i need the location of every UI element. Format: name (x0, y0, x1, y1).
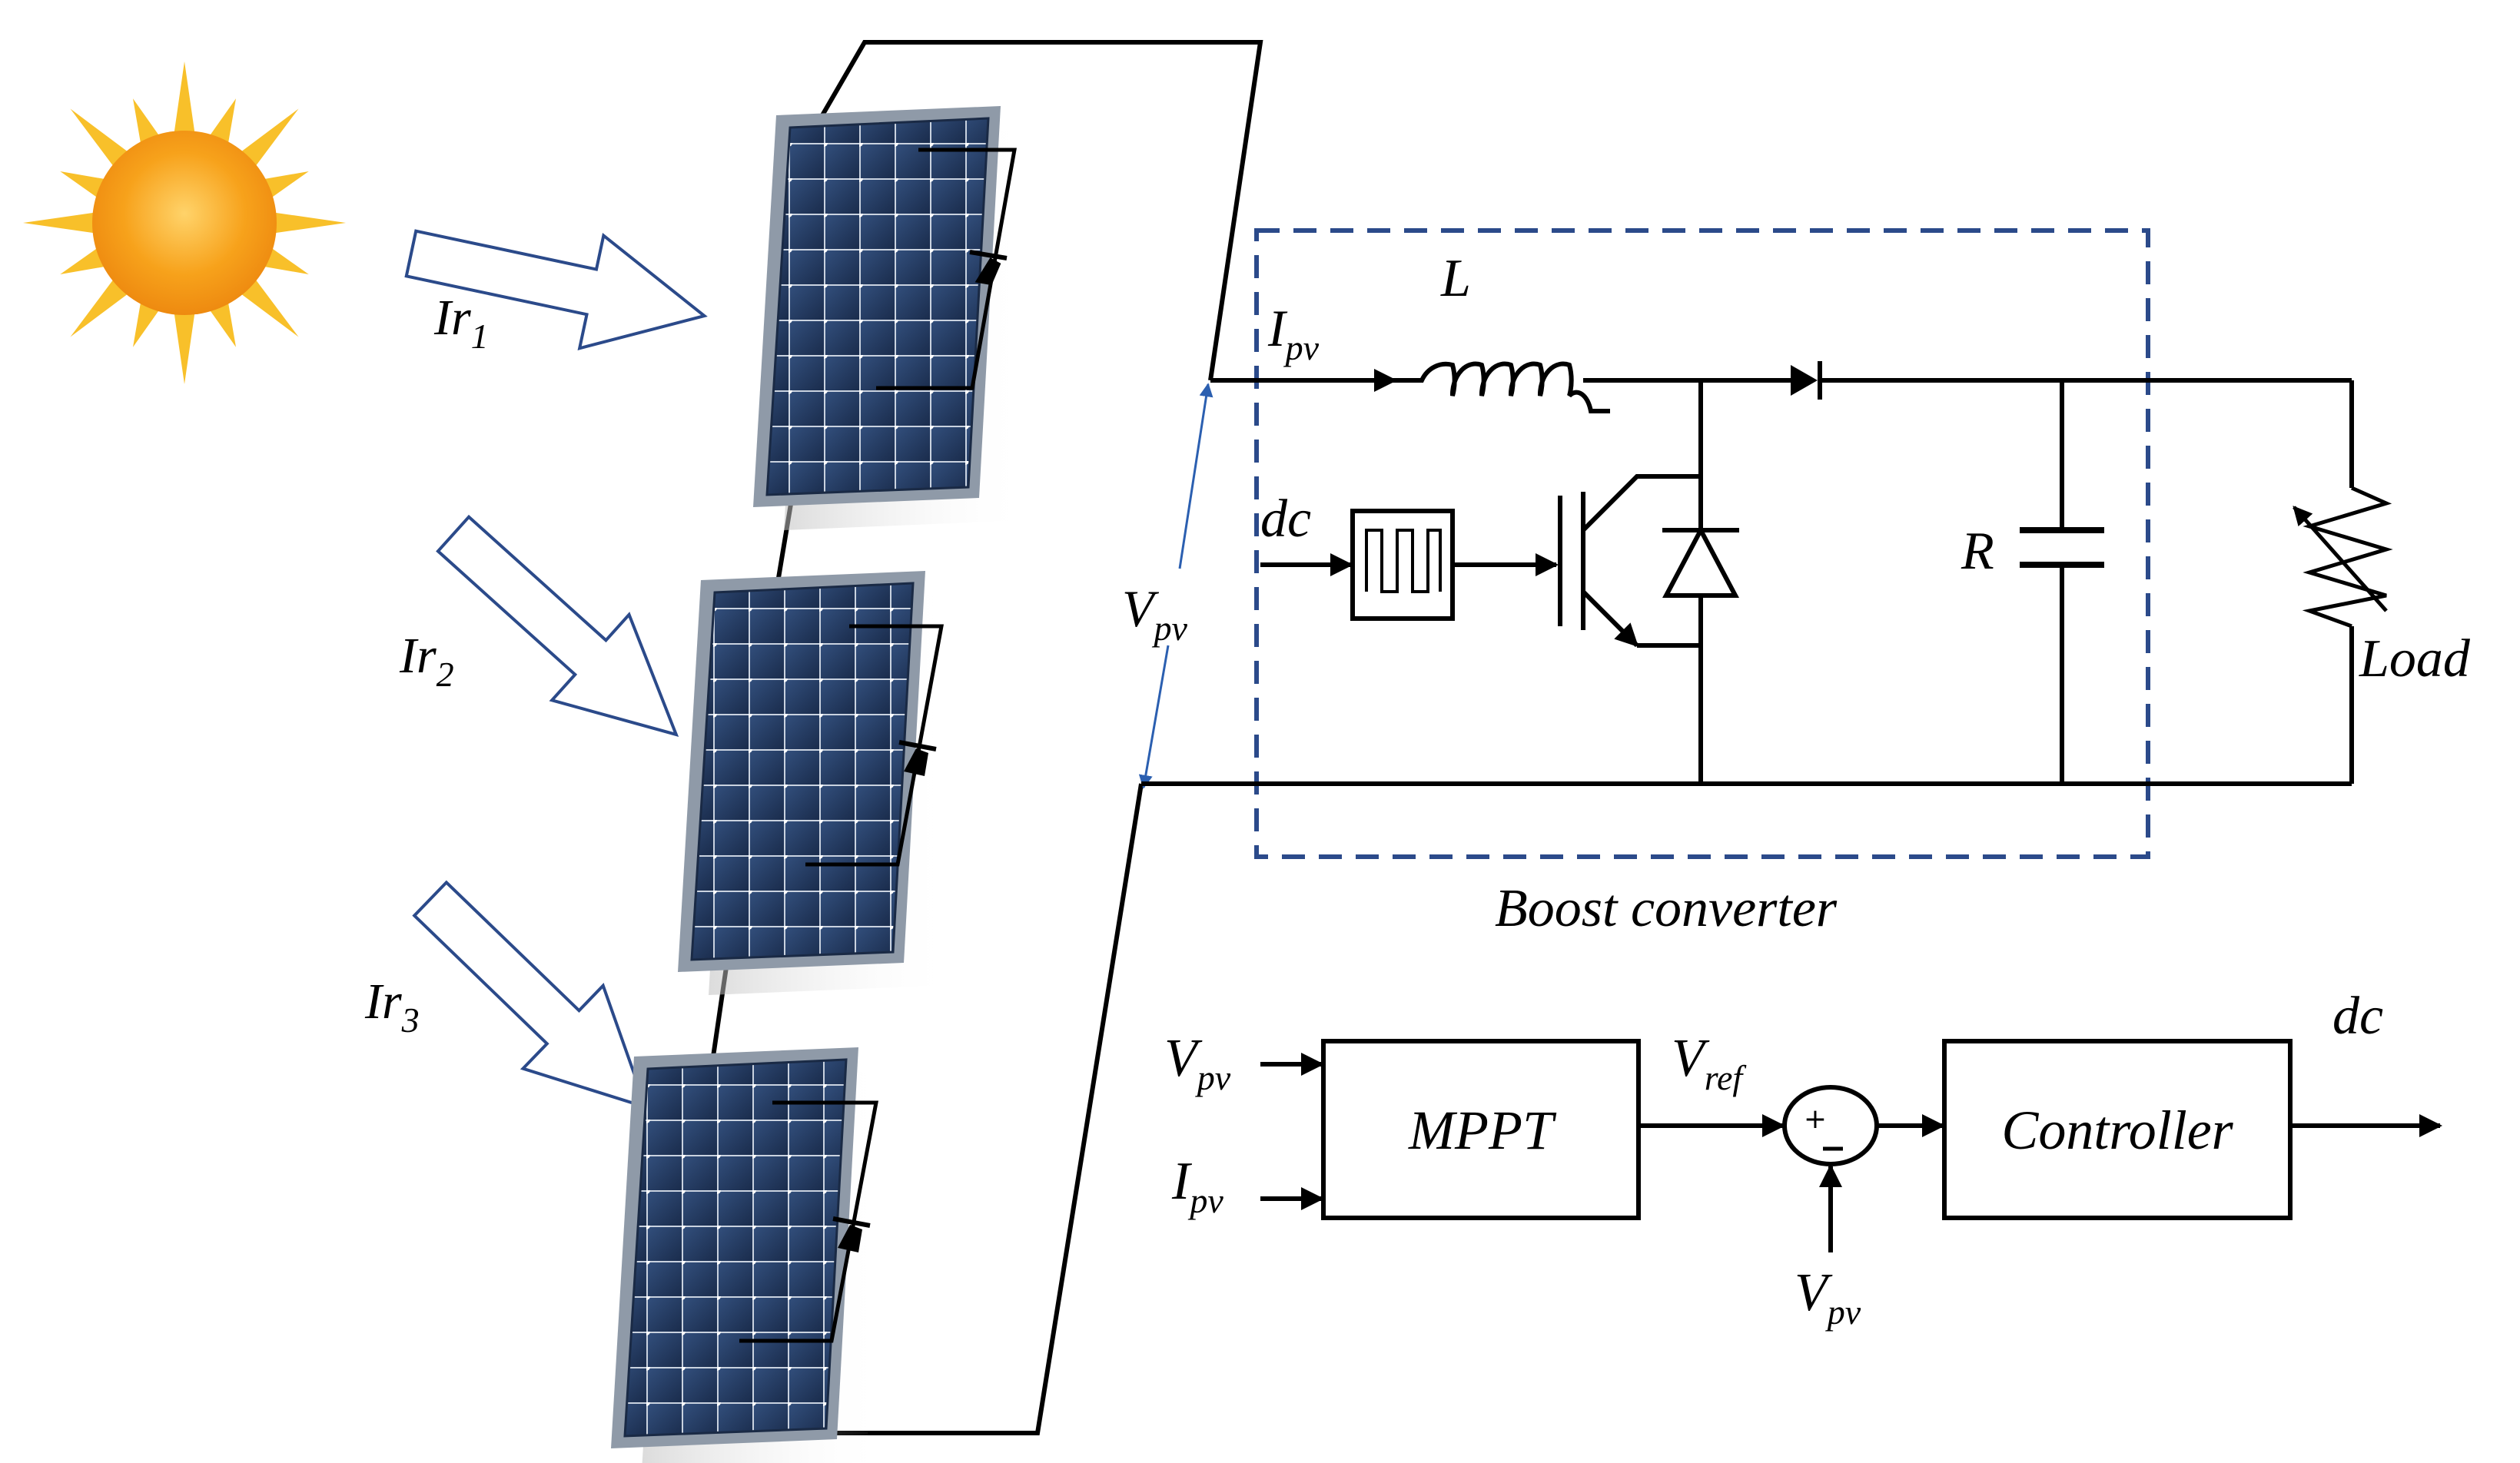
sun-ray (174, 61, 195, 135)
sun-ray (133, 300, 161, 347)
sun-ray (174, 310, 195, 384)
controller-block: Controller (1942, 1039, 2293, 1220)
bypass-diode-1 (876, 148, 1017, 390)
bypass-diode-3 (739, 1100, 879, 1343)
inductor-icon (1395, 361, 1610, 413)
vpv-label: Vpv (1122, 579, 1188, 648)
controller-output-label: dc (2332, 987, 2383, 1046)
ir1-label: Ir1 (433, 290, 489, 356)
sun-ray (272, 212, 346, 234)
sun-ray (70, 108, 130, 168)
ir2-label: Ir2 (399, 628, 454, 694)
inductor-label: L (1440, 249, 1471, 308)
sun-ray (208, 300, 236, 347)
bypass-diode-2 (805, 624, 945, 867)
vref-label: Vref (1672, 1029, 1747, 1097)
vpv-arrow-up (1178, 383, 1214, 569)
sun-ray (239, 277, 299, 337)
boost-converter-box (1254, 228, 2150, 859)
irradiance-arrow-1 (397, 195, 719, 374)
sun-ray (261, 171, 309, 199)
variable-resistor-icon (2293, 380, 2393, 784)
svg-text:+: + (1804, 1103, 1827, 1135)
freewheel-diode-icon (1662, 525, 1739, 598)
vpv-arrow-down (1138, 645, 1170, 789)
boost-converter-title: Boost converter (1495, 879, 1838, 938)
mppt-block: MPPT (1321, 1039, 1641, 1220)
ir3-label: Ir3 (364, 974, 420, 1040)
pwm-icon (1350, 509, 1455, 621)
capacitor-label: R (1961, 522, 1994, 581)
sun-ray (60, 247, 108, 274)
sun-ray (133, 98, 161, 146)
mppt-ipv-input-label: Ipv (1171, 1152, 1223, 1220)
duty-cycle-input-label: dc (1260, 489, 1311, 549)
irradiance-arrow-2 (413, 489, 717, 779)
igbt-icon (1506, 474, 1701, 648)
sun-ray (60, 171, 108, 199)
capacitor-icon (2020, 380, 2104, 784)
sun-ray (23, 212, 97, 234)
boost-diode-icon (1791, 361, 1822, 400)
ipv-label: Ipv (1267, 299, 1320, 367)
sun-ray (239, 108, 299, 168)
sun-ray (70, 277, 130, 337)
mppt-vpv-input-label: Vpv (1164, 1029, 1231, 1097)
mppt-label: MPPT (1408, 1100, 1557, 1161)
sun-ray (261, 247, 309, 274)
controller-label: Controller (2001, 1100, 2233, 1161)
sun-ray (208, 98, 236, 146)
solar-panel-1 (752, 104, 1031, 532)
load-label: Load (2359, 629, 2471, 688)
sun-icon (23, 61, 346, 384)
summing-junction-icon: + (1782, 1085, 1879, 1166)
feedback-vpv-label: Vpv (1795, 1263, 1861, 1332)
pv-top-wire (820, 40, 1263, 381)
